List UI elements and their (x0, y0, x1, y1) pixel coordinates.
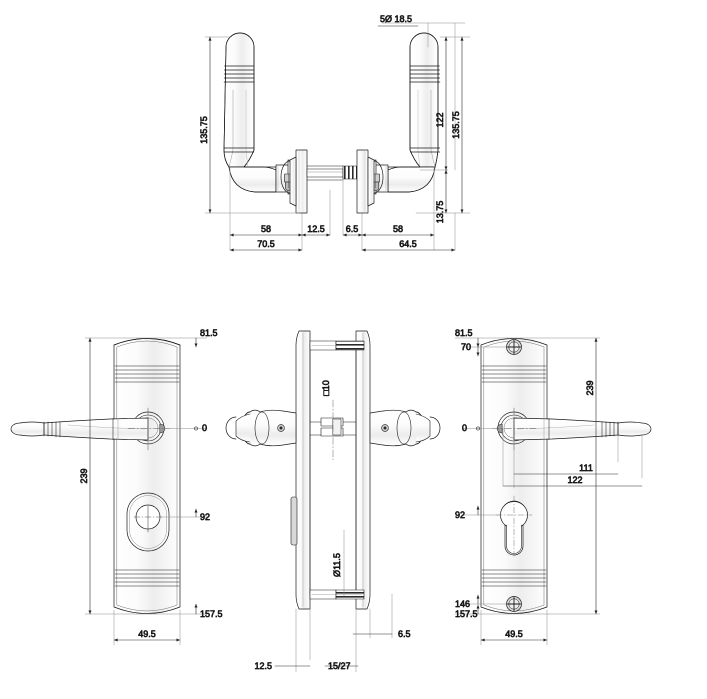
fixing-screw-bottom (506, 596, 522, 612)
dim-fl-centre: 0 (202, 423, 207, 433)
note-bolt-diameter: Ø11.5 (332, 553, 342, 577)
dim-fr-screw-top: 70 (461, 342, 471, 352)
top-view-hole-note: 5Ø 18.5 (377, 14, 419, 27)
dim-spindle-lengths: 15/27 (328, 661, 351, 671)
euro-cylinder-keyhole (495, 495, 533, 557)
fixing-screw-top (506, 339, 522, 355)
plate-right-bottom-ribs (481, 569, 547, 587)
dim-fl-bottom-offset: 157.5 (200, 609, 223, 619)
plate-left-lever (10, 417, 166, 441)
view-front-left: 81.5 157.5 0 92 239 49.5 (10, 328, 223, 646)
front-right-dims: 81.5 70 0 92 146 157.5 239 111 122 49.5 (455, 328, 643, 642)
side-extension-lines (295, 593, 393, 673)
side-left-lever (225, 409, 297, 447)
note-spindle-square: □10 (321, 380, 331, 395)
side-right-lever (369, 409, 441, 447)
dim-fr-bottom-offset: 157.5 (455, 609, 478, 619)
dim-fr-plate-width: 49.5 (505, 629, 523, 639)
top-view-dimension-lines (204, 22, 471, 251)
side-spindle (309, 399, 357, 461)
fixing-bolt-upper (309, 340, 365, 351)
plate-left-centre-marks (127, 407, 171, 451)
dim-side-left-offset: 12.5 (254, 661, 272, 671)
dim-right-lever-len: 58 (393, 224, 403, 234)
dim-left-total: 70.5 (257, 239, 275, 249)
dim-hole-note: 5Ø 18.5 (380, 14, 412, 24)
dim-rose-left: 12.5 (307, 224, 325, 234)
dim-top-right-drop: 13.75 (435, 201, 445, 224)
dim-fr-screw-bottom: 146 (455, 599, 470, 609)
view-front-right: 81.5 70 0 92 146 157.5 239 111 122 49.5 (454, 328, 652, 646)
top-right-lever (356, 32, 441, 214)
dim-lever-inner: 111 (579, 463, 593, 473)
dim-plate-thickness: 6.5 (398, 629, 411, 639)
dim-right-total: 64.5 (399, 239, 417, 249)
plate-right-top-ribs (481, 365, 547, 383)
view-side-middle: □10 Ø11.5 6.5 12.5 15/27 (225, 330, 441, 673)
dim-lever-outer: 122 (567, 475, 582, 485)
dim-fr-centre: 0 (462, 423, 467, 433)
front-right-extension-lines (454, 337, 643, 646)
top-spindle (306, 165, 368, 181)
dim-fr-keyhole-centre: 92 (455, 510, 465, 520)
dim-top-right-height: 135.75 (451, 111, 461, 139)
dim-fr-top-offset: 81.5 (455, 328, 473, 338)
front-left-dims: 81.5 157.5 0 92 239 49.5 (79, 328, 223, 642)
plate-left-top-ribs (114, 365, 180, 383)
dim-fl-plate-height: 239 (79, 468, 89, 483)
side-dims: 6.5 12.5 15/27 (254, 629, 411, 672)
top-view-horizontal-dims: 58 12.5 6.5 58 70.5 64.5 (229, 224, 456, 252)
dim-top-left-height: 135.75 (199, 116, 209, 144)
plate-left-turn-escutcheon (126, 492, 170, 552)
dim-fl-top-offset: 81.5 (200, 328, 218, 338)
front-left-extension-lines (84, 337, 208, 646)
dim-fl-keyhole-centre: 92 (200, 512, 210, 522)
fixing-bolt-lower (309, 589, 365, 600)
plate-right-lever (496, 417, 652, 441)
top-view-vertical-dims: 135.75 135.75 122 13.75 (199, 36, 464, 224)
view-top: 135.75 135.75 122 13.75 5Ø 18.5 58 12.5 … (199, 14, 471, 252)
dim-left-lever-len: 58 (261, 224, 271, 234)
dim-fl-plate-width: 49.5 (138, 629, 156, 639)
plate-left-bottom-ribs (114, 569, 180, 587)
dim-rose-right: 6.5 (346, 224, 359, 234)
top-left-lever (223, 32, 308, 214)
dim-top-right-inner-height: 122 (435, 112, 445, 127)
dim-fr-plate-height: 239 (585, 380, 595, 395)
